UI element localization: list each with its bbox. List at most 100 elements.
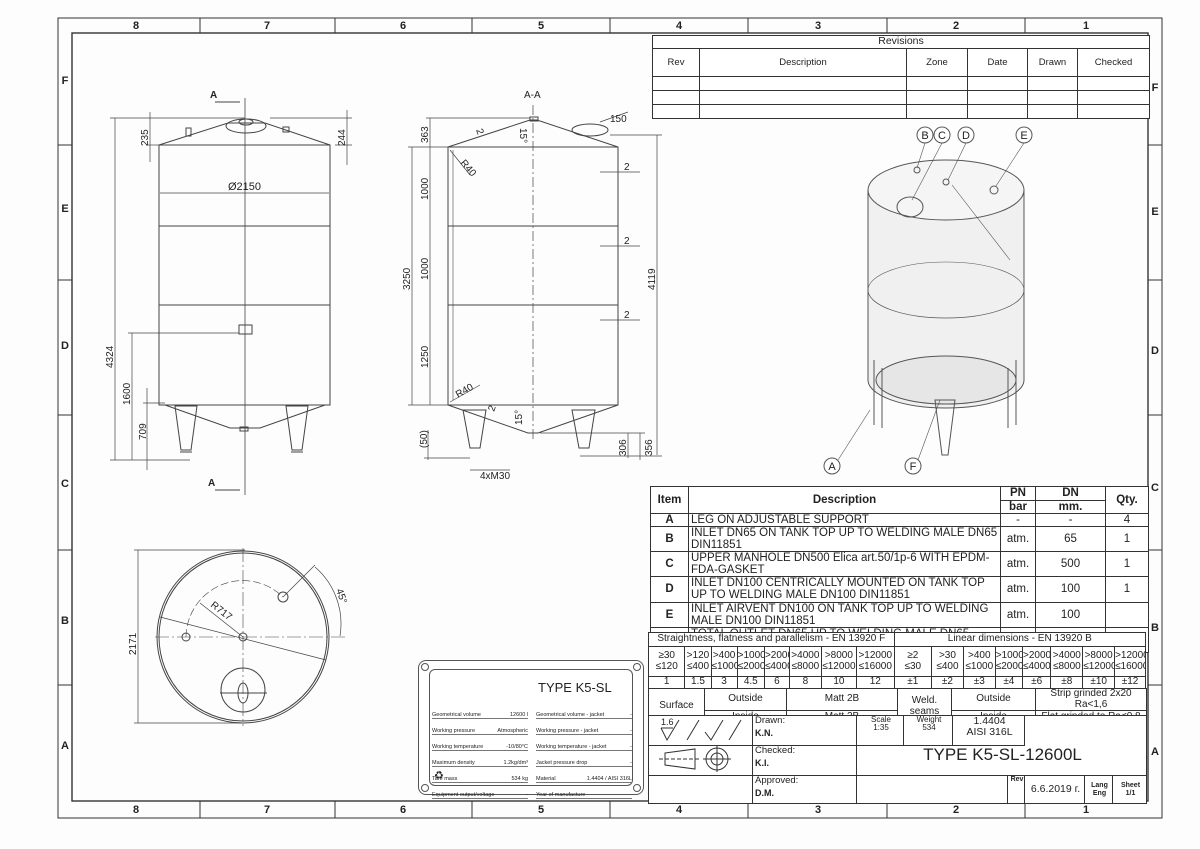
checked-by: K.I. bbox=[755, 757, 770, 768]
dim-shell-total: 3250 bbox=[402, 267, 413, 290]
dim-thickness: 2 bbox=[486, 404, 498, 413]
field-value: - bbox=[526, 792, 528, 798]
field-label: Maximum density bbox=[432, 760, 475, 766]
lang-value: Eng bbox=[1092, 789, 1107, 797]
straightness-tolerance-value: 12 bbox=[856, 676, 895, 689]
zone-col-label: 7 bbox=[264, 20, 270, 32]
isometric-view bbox=[823, 126, 1033, 475]
surface-outside-label: Outside bbox=[704, 688, 787, 711]
rev-header: Checked bbox=[1076, 48, 1151, 77]
header-description: Description bbox=[688, 485, 1001, 515]
zone-row-label: A bbox=[1151, 746, 1159, 758]
range-row: ≥30≤120>120≤400>400≤1000>1000≤2000>2000≤… bbox=[647, 646, 1146, 677]
item-dn: 100 bbox=[1035, 601, 1106, 628]
dim-overall-height: 4324 bbox=[105, 345, 116, 368]
field-label: Working temperature bbox=[432, 744, 484, 750]
linear-range: >2000≤4000 bbox=[1021, 646, 1052, 677]
zone-col-label: 1 bbox=[1083, 804, 1089, 816]
straightness-range: >8000≤12000 bbox=[820, 646, 858, 677]
linear-tolerance-value: ±2 bbox=[931, 676, 964, 689]
nameplate-field: Year of manufacture bbox=[536, 788, 632, 799]
dim-leg-adjust: (50) bbox=[419, 430, 430, 448]
dim-top-height: 235 bbox=[140, 129, 151, 146]
callout-c: C bbox=[938, 130, 946, 142]
dim-radius: R40 bbox=[458, 158, 479, 179]
front-view bbox=[110, 98, 352, 495]
dim-top-height-right: 244 bbox=[337, 129, 348, 146]
straightness-tolerance-value: 1.5 bbox=[684, 676, 712, 689]
straightness-range: >4000≤8000 bbox=[788, 646, 822, 677]
callout-f: F bbox=[910, 461, 917, 473]
field-label: Geometrical volume bbox=[432, 712, 481, 718]
straightness-tolerance-value: 3 bbox=[710, 676, 738, 689]
sheet-value: 1/1 bbox=[1125, 789, 1136, 797]
dim-thickness: 2 bbox=[624, 236, 630, 247]
item-description: INLET AIRVENT DN100 ON TANK TOP UP TO WE… bbox=[688, 601, 1001, 628]
scale-value: 1:35 bbox=[873, 723, 889, 733]
surface-roughness-icon: 1.6 bbox=[660, 717, 741, 742]
dim-shell-3: 1250 bbox=[420, 345, 431, 368]
section-view bbox=[408, 105, 662, 471]
dim-radius: R40 bbox=[454, 382, 476, 401]
dim-angle: 15° bbox=[514, 410, 525, 425]
linear-tolerance-value: ±4 bbox=[994, 676, 1023, 689]
zone-col-label: 7 bbox=[264, 804, 270, 816]
revision-row bbox=[652, 76, 1151, 91]
roughness-symbols: 1.6 bbox=[648, 715, 753, 746]
projection-symbol bbox=[648, 745, 753, 776]
item-dn: 100 bbox=[1035, 576, 1106, 603]
section-title: A-A bbox=[524, 90, 541, 101]
item-qty: 1 bbox=[1105, 576, 1149, 603]
rev-header: Zone bbox=[906, 48, 968, 77]
rev-label: Rev bbox=[1007, 775, 1025, 804]
linear-range: ≥2≤30 bbox=[893, 646, 933, 677]
zone-row-label: B bbox=[1151, 622, 1159, 634]
field-label: Working pressure bbox=[432, 728, 475, 734]
linear-range: >1000≤2000 bbox=[994, 646, 1023, 677]
linear-range: >8000≤12000 bbox=[1082, 646, 1116, 677]
field-value: -10/80°C bbox=[506, 744, 528, 750]
straightness-tolerance-value: 10 bbox=[820, 676, 858, 689]
item-description: LEG ON ADJUSTABLE SUPPORT bbox=[688, 513, 1001, 528]
zone-col-label: 2 bbox=[953, 804, 959, 816]
field-label: Geometrical volume - jacket bbox=[536, 712, 605, 718]
item-letter: D bbox=[650, 576, 689, 603]
nameplate-field: Working temperature - jacket- bbox=[536, 740, 632, 751]
dim-manhole-offset: 150 bbox=[610, 114, 627, 125]
straightness-title: Straightness, flatness and parallelism -… bbox=[648, 632, 895, 647]
material-grade: AISI 316L bbox=[966, 726, 1013, 739]
field-value: 1.4404 / AISI 316L bbox=[586, 776, 632, 782]
lang-label: Lang bbox=[1091, 782, 1108, 790]
field-value: Atmospheric bbox=[497, 728, 528, 734]
item-letter: C bbox=[650, 551, 689, 578]
first-angle-projection-icon bbox=[658, 746, 731, 772]
rev-header: Rev bbox=[652, 48, 700, 77]
field-value: 1.2kg/dm³ bbox=[503, 760, 528, 766]
header-pn-unit: bar bbox=[1000, 499, 1036, 515]
straightness-range: >2000≤4000 bbox=[763, 646, 790, 677]
zone-col-label: 6 bbox=[400, 804, 406, 816]
sheet-label: Sheet bbox=[1120, 782, 1141, 790]
linear-range: >12000≤16000 bbox=[1114, 646, 1146, 677]
zone-col-label: 4 bbox=[676, 804, 683, 816]
straightness-range: >120≤400 bbox=[684, 646, 712, 677]
item-pn: atm. bbox=[1000, 601, 1036, 628]
straightness-tolerance-value: 8 bbox=[788, 676, 822, 689]
header-pn: PN bbox=[1000, 486, 1036, 501]
item-letter: B bbox=[650, 526, 689, 553]
nameplate-field: Jacket pressure drop- bbox=[536, 756, 632, 767]
dim-shell-1: 1000 bbox=[420, 177, 431, 200]
approved-label: Approved: bbox=[755, 775, 799, 786]
dim-thickness: 2 bbox=[624, 162, 630, 173]
straightness-tolerance-value: 6 bbox=[763, 676, 790, 689]
rev-header: Drawn bbox=[1027, 48, 1078, 77]
zone-row-label: C bbox=[61, 478, 69, 490]
